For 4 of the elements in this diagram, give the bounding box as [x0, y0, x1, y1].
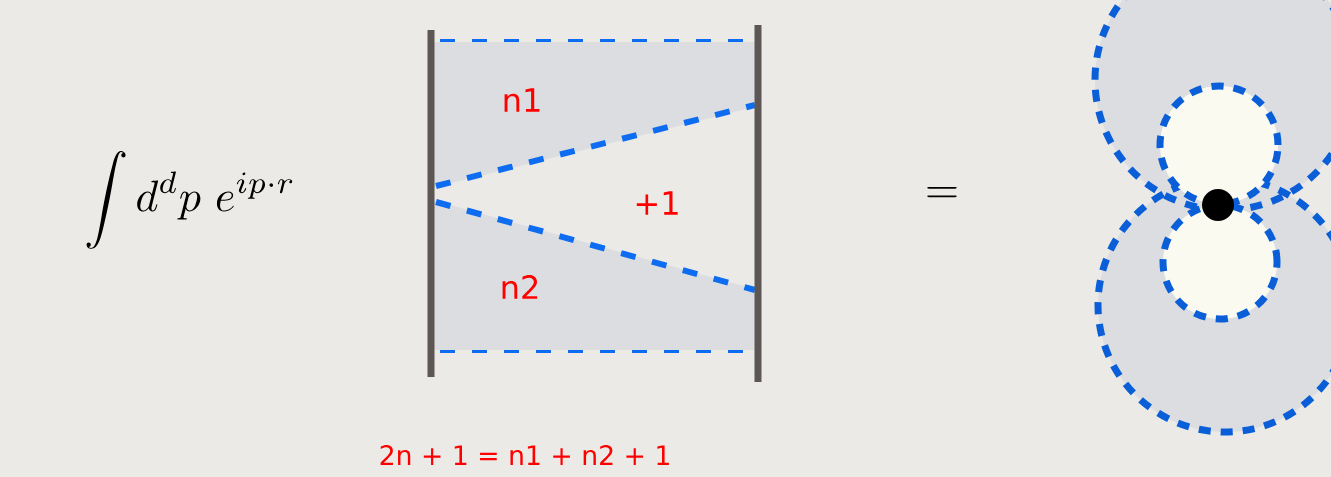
diagram-region: n1: [432, 42, 758, 188]
formula: $\int d^dp\ e^{ip\cdot r}$: [86, 151, 293, 249]
caption: 2n + 1 = n1 + n2 + 1: [380, 445, 669, 465]
equals-sign: $=$: [927, 186, 957, 198]
